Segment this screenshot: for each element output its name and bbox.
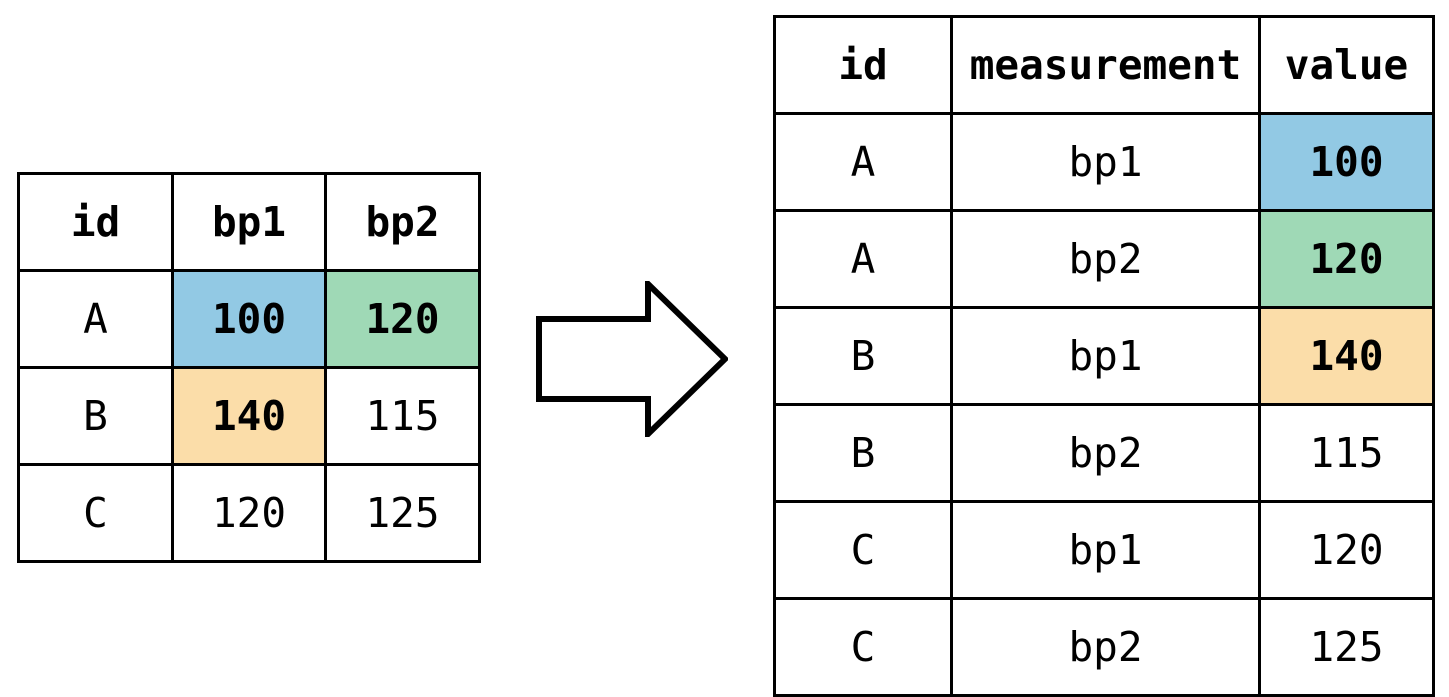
cell-bp2: 115 bbox=[324, 366, 481, 466]
table-row: B 140 115 bbox=[17, 366, 481, 466]
column-header-id: id bbox=[17, 172, 174, 272]
cell-id: A bbox=[773, 112, 953, 212]
table-row: A bp2 120 bbox=[773, 209, 1435, 309]
table-row: A bp1 100 bbox=[773, 112, 1435, 212]
cell-value: 120 bbox=[1258, 500, 1435, 600]
table-header-row: id bp1 bp2 bbox=[17, 172, 481, 272]
right-block-arrow-icon bbox=[536, 281, 728, 437]
column-header-bp1: bp1 bbox=[171, 172, 327, 272]
cell-id: A bbox=[773, 209, 953, 309]
column-header-measurement: measurement bbox=[950, 15, 1261, 115]
cell-bp2: 120 bbox=[324, 269, 481, 369]
wide-format-table: id bp1 bp2 A 100 120 B 140 115 C 120 125 bbox=[17, 172, 481, 563]
cell-id: C bbox=[773, 500, 953, 600]
cell-measurement: bp2 bbox=[950, 403, 1261, 503]
table-row: B bp2 115 bbox=[773, 403, 1435, 503]
cell-bp2: 125 bbox=[324, 463, 481, 563]
cell-value: 140 bbox=[1258, 306, 1435, 406]
cell-id: B bbox=[773, 403, 953, 503]
table-row: B bp1 140 bbox=[773, 306, 1435, 406]
wide-table-body: id bp1 bp2 A 100 120 B 140 115 C 120 125 bbox=[17, 172, 481, 563]
cell-value: 100 bbox=[1258, 112, 1435, 212]
arrow-shape bbox=[536, 281, 728, 437]
table-header-row: id measurement value bbox=[773, 15, 1435, 115]
cell-measurement: bp1 bbox=[950, 500, 1261, 600]
column-header-id: id bbox=[773, 15, 953, 115]
cell-value: 115 bbox=[1258, 403, 1435, 503]
cell-value: 125 bbox=[1258, 597, 1435, 697]
table-row: C bp2 125 bbox=[773, 597, 1435, 697]
cell-id: C bbox=[773, 597, 953, 697]
cell-id: A bbox=[17, 269, 174, 369]
long-table-body: id measurement value A bp1 100 A bp2 120… bbox=[773, 15, 1435, 697]
cell-value: 120 bbox=[1258, 209, 1435, 309]
cell-bp1: 140 bbox=[171, 366, 327, 466]
cell-bp1: 100 bbox=[171, 269, 327, 369]
cell-id: B bbox=[17, 366, 174, 466]
column-header-value: value bbox=[1258, 15, 1435, 115]
column-header-bp2: bp2 bbox=[324, 172, 481, 272]
cell-measurement: bp1 bbox=[950, 306, 1261, 406]
cell-id: B bbox=[773, 306, 953, 406]
table-row: A 100 120 bbox=[17, 269, 481, 369]
long-format-table: id measurement value A bp1 100 A bp2 120… bbox=[773, 15, 1435, 697]
table-row: C 120 125 bbox=[17, 463, 481, 563]
cell-measurement: bp1 bbox=[950, 112, 1261, 212]
table-row: C bp1 120 bbox=[773, 500, 1435, 600]
cell-measurement: bp2 bbox=[950, 597, 1261, 697]
cell-bp1: 120 bbox=[171, 463, 327, 563]
cell-id: C bbox=[17, 463, 174, 563]
cell-measurement: bp2 bbox=[950, 209, 1261, 309]
